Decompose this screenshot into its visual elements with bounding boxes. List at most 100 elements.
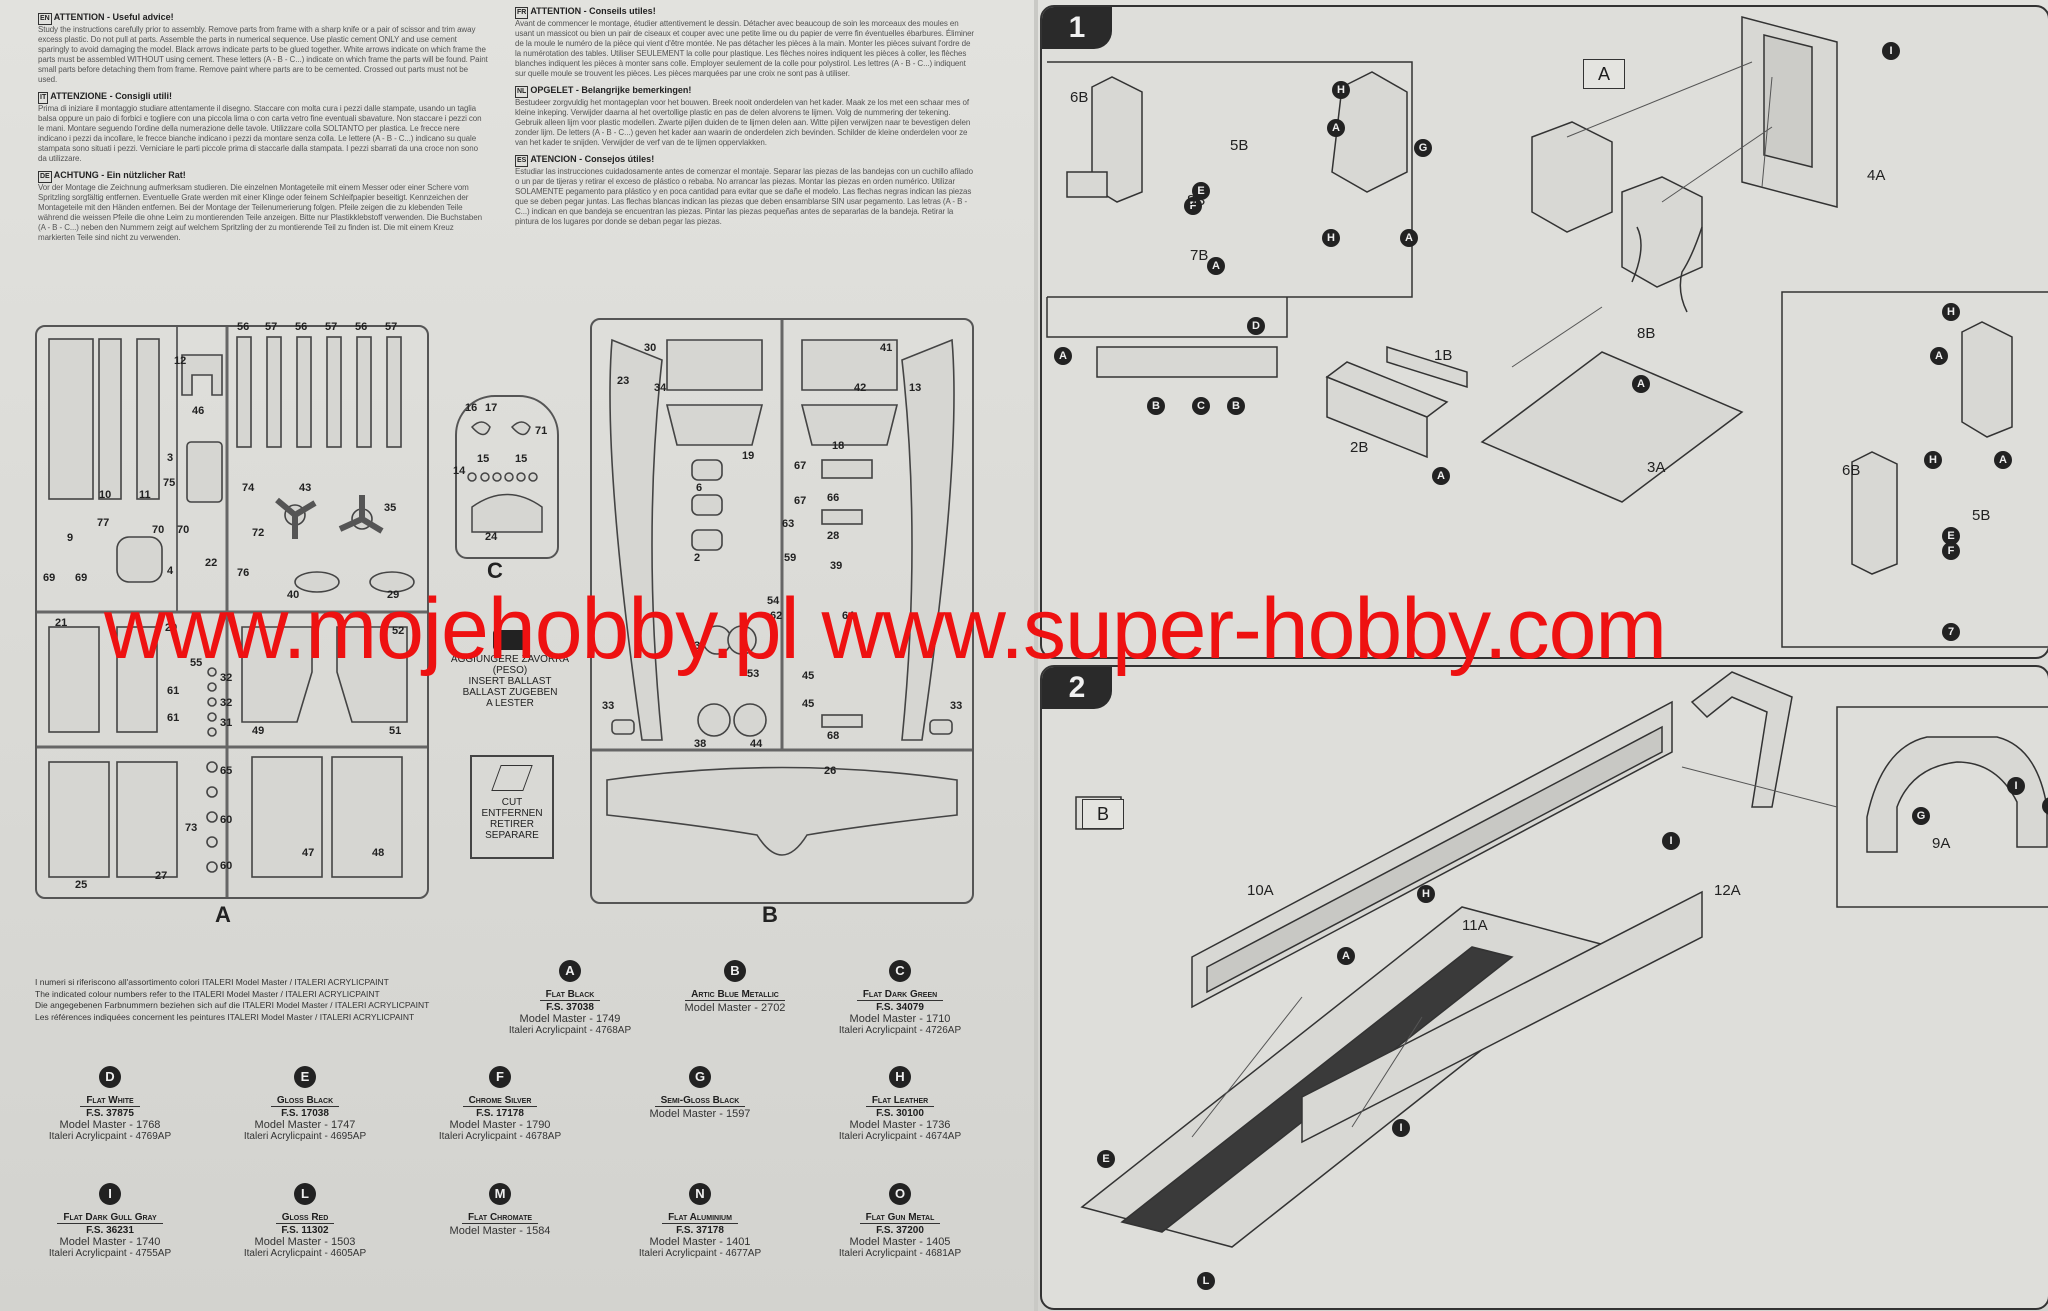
color-key-badge: G — [689, 1066, 711, 1088]
language-code: DE — [38, 171, 52, 183]
part-number: 70 — [152, 524, 165, 536]
part-number: 56 — [295, 321, 308, 333]
part-number: 17 — [485, 402, 498, 414]
part-number: 33 — [950, 700, 963, 712]
part-number: 57 — [325, 321, 338, 333]
acrylicpaint-code: Italeri Acrylicpaint - 4695AP — [243, 1131, 367, 1142]
color-key-badge: F — [489, 1066, 511, 1088]
part-number: 15 — [477, 453, 490, 465]
color-callout: G — [1912, 807, 1930, 825]
step-1-inset-label: A — [1583, 59, 1625, 89]
part-label: 10A — [1247, 882, 1274, 899]
step-1-drawing — [1046, 16, 2048, 648]
part-label: 9A — [1932, 835, 1951, 852]
part-number: 39 — [830, 560, 843, 572]
color-callout: H — [1942, 303, 1960, 321]
part-label: 2B — [1350, 439, 1369, 456]
language-code: FR — [515, 7, 529, 19]
color-key-badge: O — [889, 1183, 911, 1205]
cut-line-3: RETIRER — [490, 819, 534, 830]
step-2-badge: 2 — [1042, 667, 1112, 709]
part-number: 13 — [909, 382, 922, 394]
color-callout: E — [1942, 527, 1960, 545]
part-number: 77 — [97, 517, 110, 529]
model-master-code: Model Master - 1747 — [254, 1119, 356, 1131]
color-callout: I — [1392, 1119, 1410, 1137]
part-number: 20 — [165, 622, 178, 634]
color-key-badge: H — [889, 1066, 911, 1088]
part-label: 8B — [1637, 325, 1656, 342]
part-number: 12 — [174, 355, 187, 367]
instruction-title: ATTENTION - Conseils utiles! — [530, 6, 656, 16]
ballast-icon — [493, 630, 527, 650]
part-number: 53 — [747, 668, 760, 680]
part-number: 2 — [694, 552, 701, 564]
part-number: 33 — [602, 700, 615, 712]
color-key-badge: N — [689, 1183, 711, 1205]
federal-standard-code: F.S. 30100 — [876, 1108, 924, 1119]
sprue-b-letter: B — [762, 902, 778, 927]
part-number: 44 — [750, 738, 763, 750]
instruction-title: ATTENZIONE - Consigli utili! — [50, 91, 173, 101]
cut-line-1: CUT — [501, 797, 523, 808]
part-number: 30 — [644, 342, 657, 354]
part-number: 56 — [355, 321, 368, 333]
step-1-panel: 1 — [1040, 5, 2048, 659]
part-number: 18 — [832, 440, 845, 452]
part-number: 40 — [287, 589, 300, 601]
color-callout: A — [1327, 119, 1345, 137]
acrylicpaint-code: Italeri Acrylicpaint - 4674AP — [838, 1131, 962, 1142]
color-callout: B — [1227, 397, 1245, 415]
acrylicpaint-code: Italeri Acrylicpaint - 4768AP — [508, 1025, 632, 1036]
part-number: 69 — [75, 572, 88, 584]
part-number: 27 — [155, 870, 168, 882]
part-number: 46 — [192, 405, 205, 417]
part-number: 29 — [387, 589, 400, 601]
part-number: 59 — [784, 552, 797, 564]
part-number: 37 — [694, 640, 707, 652]
part-number: 32 — [220, 697, 233, 709]
color-callout: E — [1192, 182, 1210, 200]
part-number: 25 — [75, 879, 88, 891]
color-callout: F — [1184, 197, 1202, 215]
step-2-panel: 2 B — [1040, 665, 2048, 1310]
model-master-code: Model Master - 1405 — [849, 1236, 951, 1248]
color-callout: E — [1097, 1150, 1115, 1168]
color-callout: G — [1414, 139, 1432, 157]
color-callout: I — [2042, 797, 2048, 815]
part-number: 56 — [237, 321, 250, 333]
color-callout: H — [1417, 885, 1435, 903]
instruction-title: ACHTUNG - Ein nützlicher Rat! — [53, 170, 186, 180]
model-master-code: Model Master - 1736 — [849, 1119, 951, 1131]
part-number: 42 — [854, 382, 867, 394]
color-callout: H — [1924, 451, 1942, 469]
cut-note: CUT ENTFERNEN RETIRER SEPARARE — [470, 755, 554, 859]
part-number: 31 — [220, 717, 233, 729]
color-callout: I — [1882, 42, 1900, 60]
cut-line-4: SEPARARE — [485, 830, 539, 841]
part-number: 55 — [190, 657, 203, 669]
part-number: 57 — [265, 321, 278, 333]
part-number: 49 — [252, 725, 265, 737]
part-label: 8B — [1187, 192, 1206, 209]
part-number: 52 — [392, 625, 405, 637]
color-callout: C — [1192, 397, 1210, 415]
color-callout: A — [1400, 229, 1418, 247]
instruction-body: Study the instructions carefully prior t… — [38, 25, 488, 84]
part-number: 62 — [770, 610, 783, 622]
part-number: 28 — [827, 530, 840, 542]
part-number: 60 — [220, 814, 233, 826]
language-code: NL — [515, 86, 529, 98]
cut-line-2: ENTFERNEN — [481, 808, 543, 819]
page-fold — [1034, 0, 1038, 1311]
color-name: Artic Blue Metallic — [685, 989, 785, 1001]
part-number: 67 — [794, 495, 807, 507]
